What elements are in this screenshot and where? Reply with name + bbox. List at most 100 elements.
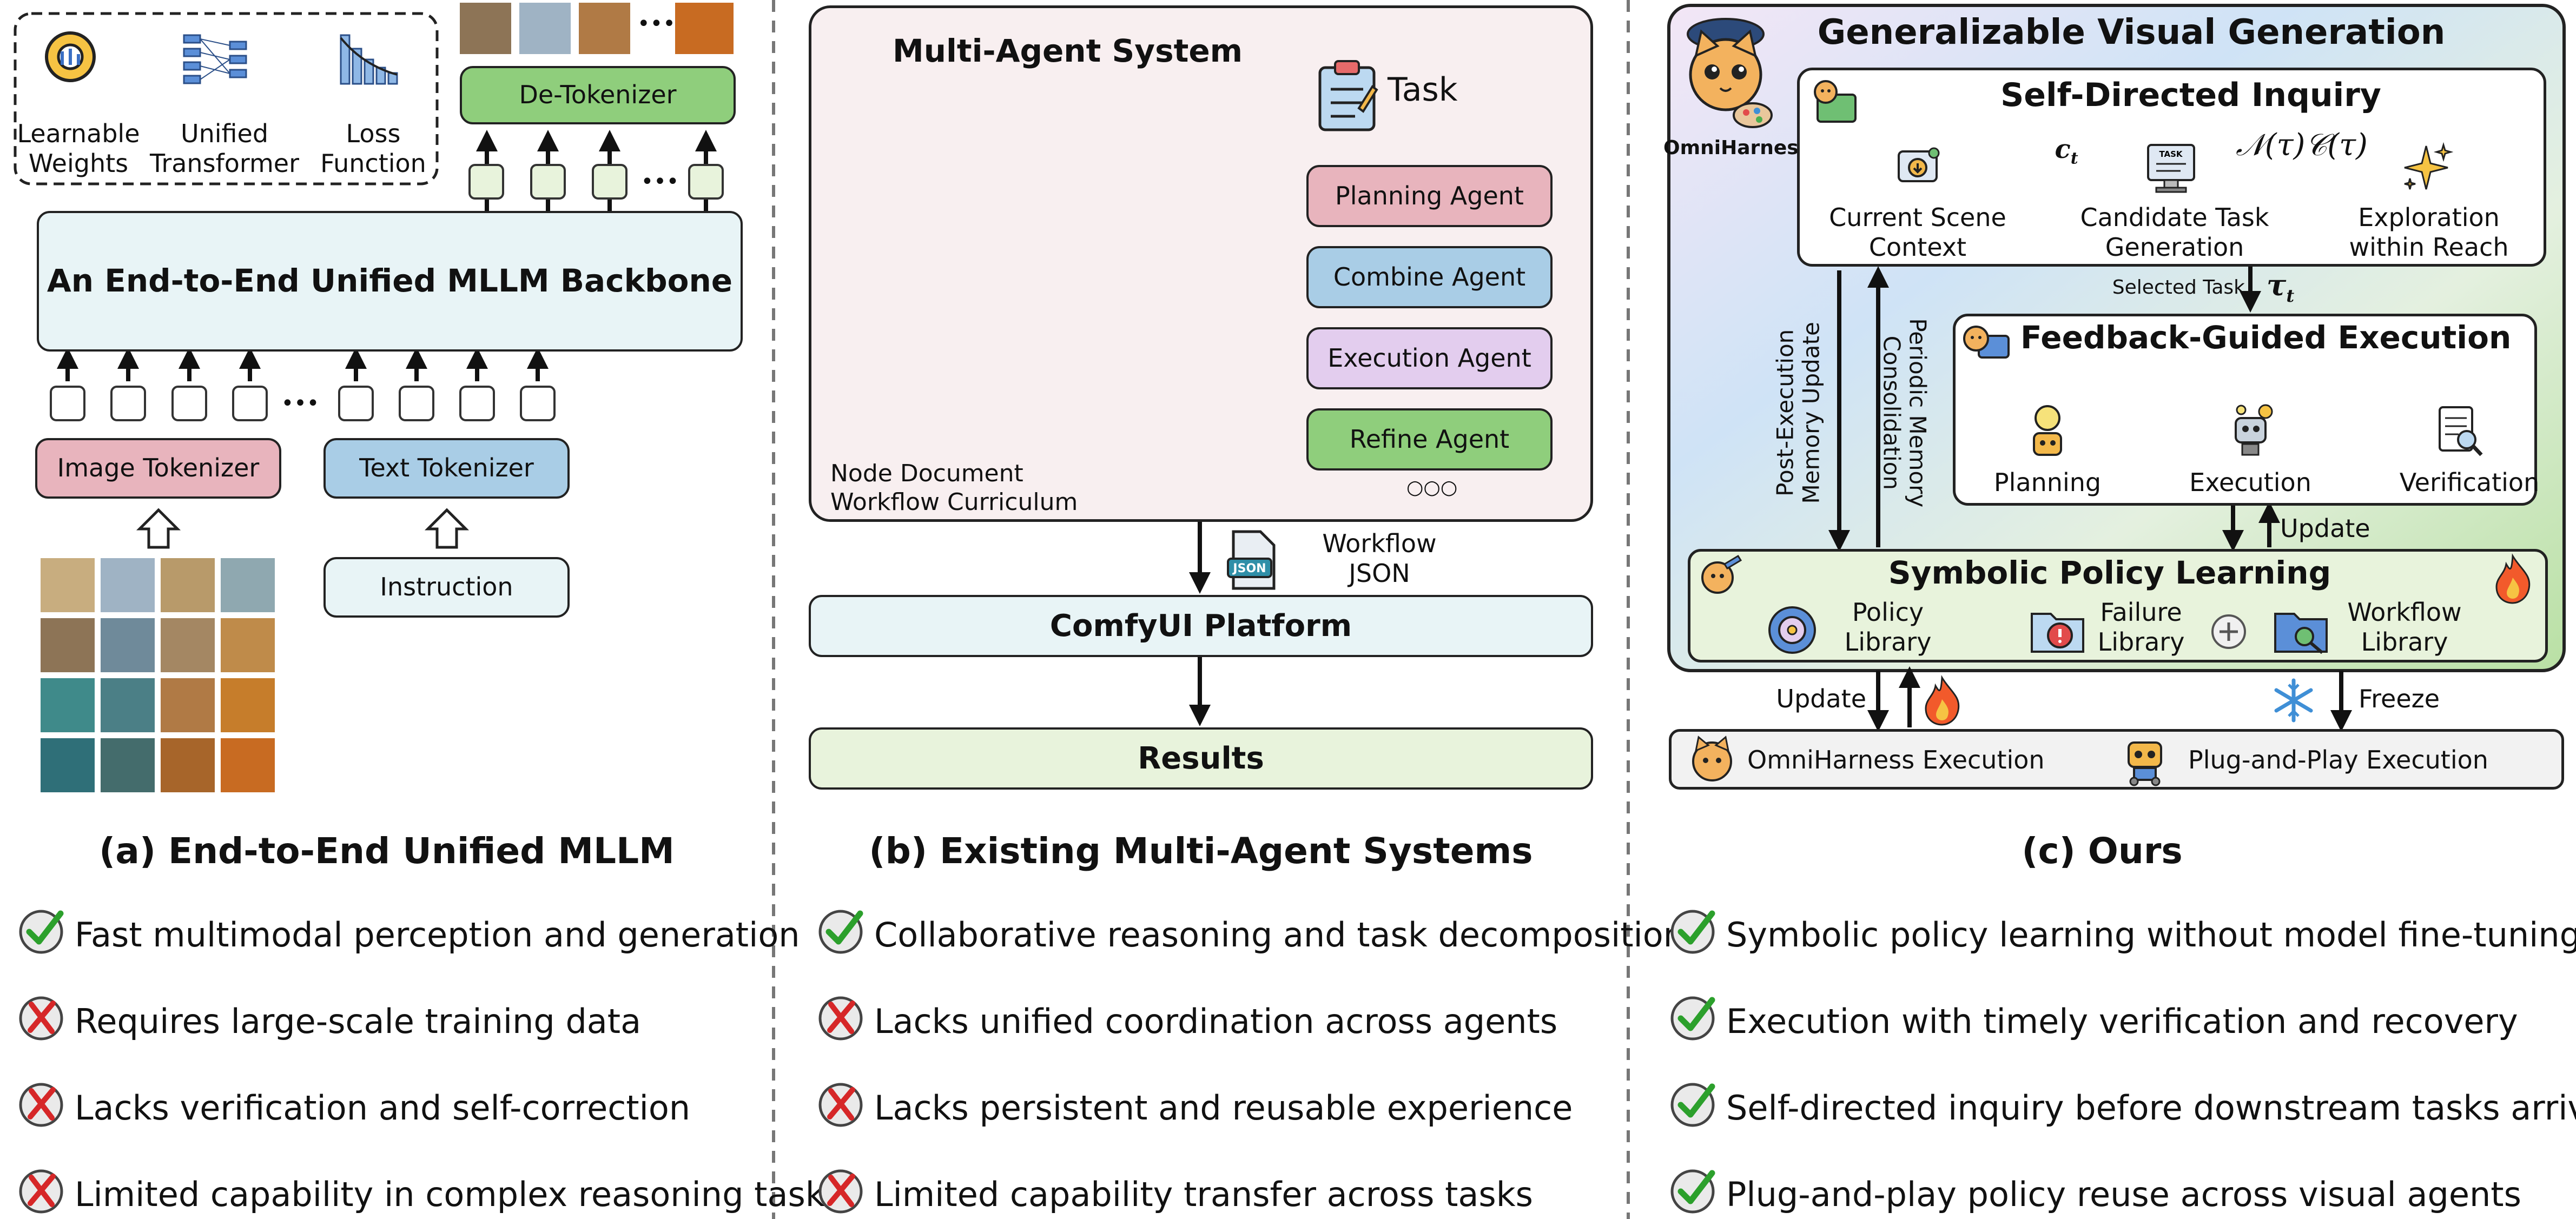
check-icon	[1669, 992, 1719, 1050]
execution-modes-box	[1669, 729, 2564, 790]
agents-ellipsis: ○○○	[1406, 476, 1458, 499]
image-grid	[39, 557, 275, 793]
planning-label: Planning	[1993, 468, 2102, 497]
novelty-coverage-formula: 𝒩(τ)𝒞(τ)	[2236, 128, 2368, 163]
text-tokenizer-box: Text Tokenizer	[323, 438, 570, 499]
input-token	[171, 386, 207, 421]
policy-library-icon	[1762, 600, 1822, 660]
bullet-text: Execution with timely verification and r…	[1726, 1002, 2518, 1041]
outer-update-label: Update	[1776, 684, 1866, 713]
verification-label: Verification	[2399, 468, 2540, 497]
panel-c-bullet: Symbolic policy learning without model f…	[1669, 906, 2576, 964]
input-token	[232, 386, 268, 421]
input-token	[50, 386, 85, 421]
legend-weights-label: Learnable Weights	[17, 119, 140, 178]
ct-main: c	[2055, 134, 2071, 164]
clipboard-icon	[1312, 54, 1382, 135]
tau-sub: t	[2286, 285, 2295, 306]
unified-transformer-icon	[179, 30, 254, 89]
tau-t-symbol: τt	[2267, 268, 2310, 306]
bullet-text: Self-directed inquiry before downstream …	[1726, 1088, 2576, 1128]
panel-c-title: (c) Ours	[2022, 830, 2183, 872]
check-icon	[1669, 1165, 1719, 1219]
selected-task-label: Selected Task	[2112, 276, 2245, 299]
task-label: Task	[1388, 71, 1458, 109]
input-token	[110, 386, 146, 421]
scene-context-label: Current Scene Context	[1829, 203, 2006, 262]
cross-icon	[17, 1079, 67, 1137]
bullet-text: Lacks verification and self-correction	[75, 1088, 691, 1128]
post-execution-label: Post-Execution Memory Update	[1772, 322, 1825, 504]
inquiry-cat-icon	[1804, 73, 1864, 127]
symbolic-title: Symbolic Policy Learning	[1888, 554, 2331, 591]
learnable-weights-icon	[38, 24, 103, 89]
inner-update-label: Update	[2280, 514, 2370, 543]
bullet-text: Limited capability transfer across tasks	[874, 1175, 1533, 1214]
bullet-text: Lacks unified coordination across agents	[874, 1002, 1558, 1041]
json-icon-text: JSON	[1232, 562, 1266, 575]
bullet-text: Fast multimodal perception and generatio…	[75, 915, 800, 955]
check-icon	[1669, 1079, 1719, 1137]
candidate-task-label: Candidate Task Generation	[2080, 203, 2269, 262]
box-caption: Node Document Workflow Curriculum	[830, 460, 1078, 516]
ct-sub: t	[2070, 149, 2078, 168]
token-ellipsis: •••	[640, 169, 679, 194]
output-thumbnails	[460, 3, 734, 54]
combine-agent-box: Combine Agent	[1306, 246, 1553, 308]
input-token	[338, 386, 374, 421]
legend-transformer-label: Unified Transformer	[149, 119, 300, 178]
json-file-icon: JSON	[1223, 527, 1282, 592]
workflow-json-label: Workflow JSON	[1322, 529, 1437, 588]
hollow-arrow-text	[424, 508, 470, 549]
execution-agent-box: Execution Agent	[1306, 327, 1553, 389]
panel-c-bullet: Execution with timely verification and r…	[1669, 992, 2518, 1050]
cross-icon	[17, 1165, 67, 1219]
tau-main: τ	[2267, 268, 2287, 302]
generalizable-title: Generalizable Visual Generation	[1817, 12, 2446, 52]
panel-b-bullet: Collaborative reasoning and task decompo…	[817, 906, 1685, 964]
comfyui-platform-box: ComfyUI Platform	[809, 595, 1593, 657]
results-box: Results	[809, 727, 1593, 790]
robot-icon	[2115, 731, 2175, 788]
exploration-label: Exploration within Reach	[2349, 203, 2509, 262]
detokenizer-box: De-Tokenizer	[460, 66, 736, 124]
bullet-text: Collaborative reasoning and task decompo…	[874, 915, 1685, 955]
instruction-box: Instruction	[323, 557, 570, 618]
policy-library-label: Policy Library	[1844, 598, 1932, 657]
cross-icon	[817, 992, 867, 1050]
refine-agent-box: Refine Agent	[1306, 408, 1553, 471]
cross-icon	[17, 992, 67, 1050]
freeze-label: Freeze	[2359, 684, 2440, 713]
planning-bulb-robot-icon	[2020, 400, 2075, 460]
workflow-library-label: Workflow Library	[2347, 598, 2462, 657]
fire-icon	[1918, 673, 1966, 727]
panel-b-title: (b) Existing Multi-Agent Systems	[869, 830, 1533, 872]
input-token	[520, 386, 556, 421]
periodic-memory-label: Periodic Memory Consolidation	[1878, 318, 1931, 508]
cross-icon	[817, 1165, 867, 1219]
panel-c-bullet: Plug-and-play policy reuse across visual…	[1669, 1165, 2521, 1219]
panel-a-bullet: Lacks verification and self-correction	[17, 1079, 690, 1137]
image-tokenizer-box: Image Tokenizer	[35, 438, 281, 499]
failure-library-label: Failure Library	[2097, 598, 2185, 657]
thumb-ellipsis: •••	[637, 11, 676, 36]
snowflake-icon	[2267, 673, 2321, 727]
check-icon	[817, 906, 867, 964]
bullet-text: Limited capability in complex reasoning …	[75, 1175, 842, 1214]
inquiry-title: Self-Directed Inquiry	[2000, 76, 2381, 114]
sparkle-icon	[2396, 138, 2456, 197]
panel-b-bullet: Limited capability transfer across tasks	[817, 1165, 1533, 1219]
symbolic-cat-icon	[1693, 552, 1747, 603]
output-token	[530, 164, 566, 200]
input-token	[459, 386, 495, 421]
add-circle-icon	[2207, 610, 2250, 653]
input-token	[399, 386, 434, 421]
feedback-cat-icon	[1958, 318, 2012, 367]
cross-icon	[817, 1079, 867, 1137]
token-ellipsis: •••	[281, 391, 320, 416]
failure-library-icon	[2026, 600, 2088, 660]
fire-icon	[2486, 552, 2540, 606]
workflow-library-icon	[2269, 600, 2331, 660]
feedback-title: Feedback-Guided Execution	[2020, 319, 2512, 356]
panel-a-bullet: Fast multimodal perception and generatio…	[17, 906, 800, 964]
